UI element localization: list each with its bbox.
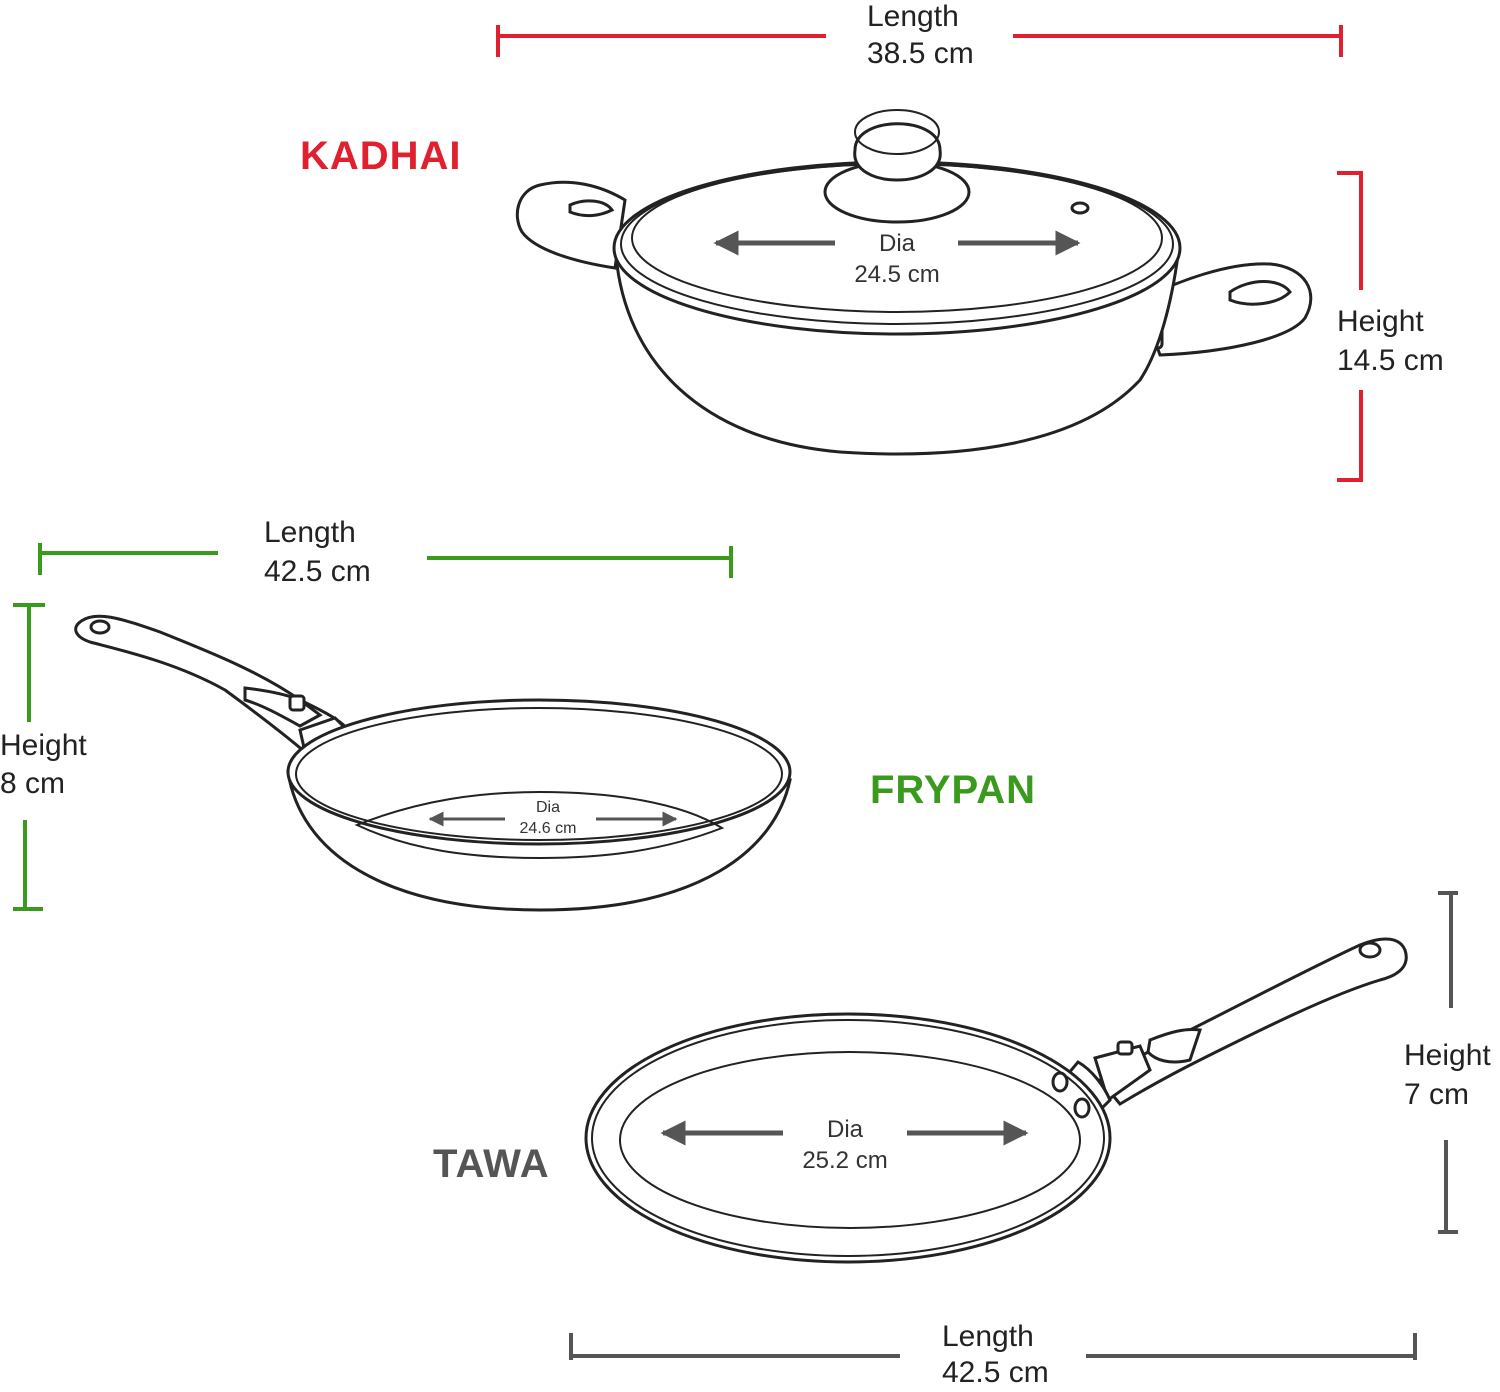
tawa-drawing <box>584 937 1408 1264</box>
kadhai-lid-knob <box>853 122 942 182</box>
kadhai-length-value: 38.5 cm <box>867 37 974 70</box>
tawa-height-value: 7 cm <box>1404 1078 1470 1111</box>
kadhai-length-dimension <box>496 25 1343 57</box>
frypan-length-label: Length <box>264 516 356 549</box>
frypan-height-value: 8 cm <box>0 767 66 800</box>
tawa-height-label: Height <box>1404 1039 1491 1072</box>
frypan-height-label: Height <box>0 729 87 762</box>
kadhai-left-handle <box>515 180 627 270</box>
kadhai-height-value: 14.5 cm <box>1337 344 1444 377</box>
tawa-length-label: Length <box>942 1320 1034 1353</box>
frypan-title: FRYPAN <box>870 768 1036 812</box>
frypan-dia-label: Dia <box>535 799 560 816</box>
kadhai-length-label: Length <box>867 0 959 33</box>
tawa-length-dimension <box>569 1333 1417 1360</box>
tawa-handle <box>1097 937 1408 1106</box>
tawa-length-value: 42.5 cm <box>942 1356 1049 1389</box>
frypan-length-dimension <box>38 543 733 578</box>
tawa-height-dimension <box>1438 891 1458 1234</box>
kadhai-height-dimension <box>1337 171 1363 482</box>
kadhai-dia-value: 24.5 cm <box>854 261 940 288</box>
frypan-length-value: 42.5 cm <box>264 555 371 588</box>
tawa-dia-label: Dia <box>826 1116 863 1143</box>
tawa-title: TAWA <box>433 1142 550 1186</box>
frypan-drawing <box>74 614 792 912</box>
frypan-dia-value: 24.6 cm <box>519 820 577 837</box>
kadhai-dia-label: Dia <box>878 230 915 257</box>
kadhai-drawing <box>515 109 1313 456</box>
tawa-body <box>584 1012 1112 1264</box>
tawa-dia-value: 25.2 cm <box>802 1147 888 1174</box>
kadhai-height-label: Height <box>1337 305 1424 338</box>
frypan-height-dimension <box>13 603 45 911</box>
kadhai-title: KADHAI <box>300 134 462 178</box>
